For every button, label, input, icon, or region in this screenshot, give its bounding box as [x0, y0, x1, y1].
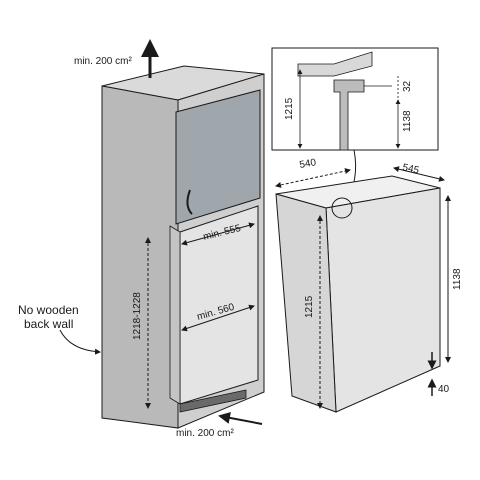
door-handle	[186, 189, 193, 215]
detail-upper-label: 1138	[402, 110, 413, 132]
note-label-line1: No wooden	[18, 303, 79, 317]
body-height-label: 1215	[304, 295, 315, 318]
bottom-vent-arrow	[218, 411, 263, 425]
foot-label: 40	[438, 384, 450, 395]
detail-gap-label: 32	[402, 80, 413, 92]
niche-height-label: 1218-1228	[132, 292, 143, 340]
side-height-label: 1138	[452, 268, 463, 290]
bottom-vent-label: min. 200 cm²	[176, 428, 234, 439]
note-arrow	[59, 329, 101, 355]
appliance	[275, 166, 451, 413]
top-vent-label: min. 200 cm²	[74, 56, 132, 67]
niche-width-dimline	[181, 304, 255, 332]
appliance-front	[325, 187, 441, 413]
niche-inner-wall	[169, 225, 181, 405]
detail-box	[271, 47, 439, 151]
upper-door	[175, 89, 261, 225]
detail-height-label: 1215	[284, 97, 295, 120]
plinth-vent	[179, 389, 247, 413]
hinge-mark	[331, 197, 353, 219]
note-label-line2: back wall	[24, 317, 73, 331]
depth-label: 545	[401, 162, 420, 176]
cabinet	[59, 39, 265, 429]
cabinet-front-side	[101, 85, 179, 429]
width-label: 540	[299, 157, 318, 171]
niche-depth-dimline	[181, 222, 255, 246]
